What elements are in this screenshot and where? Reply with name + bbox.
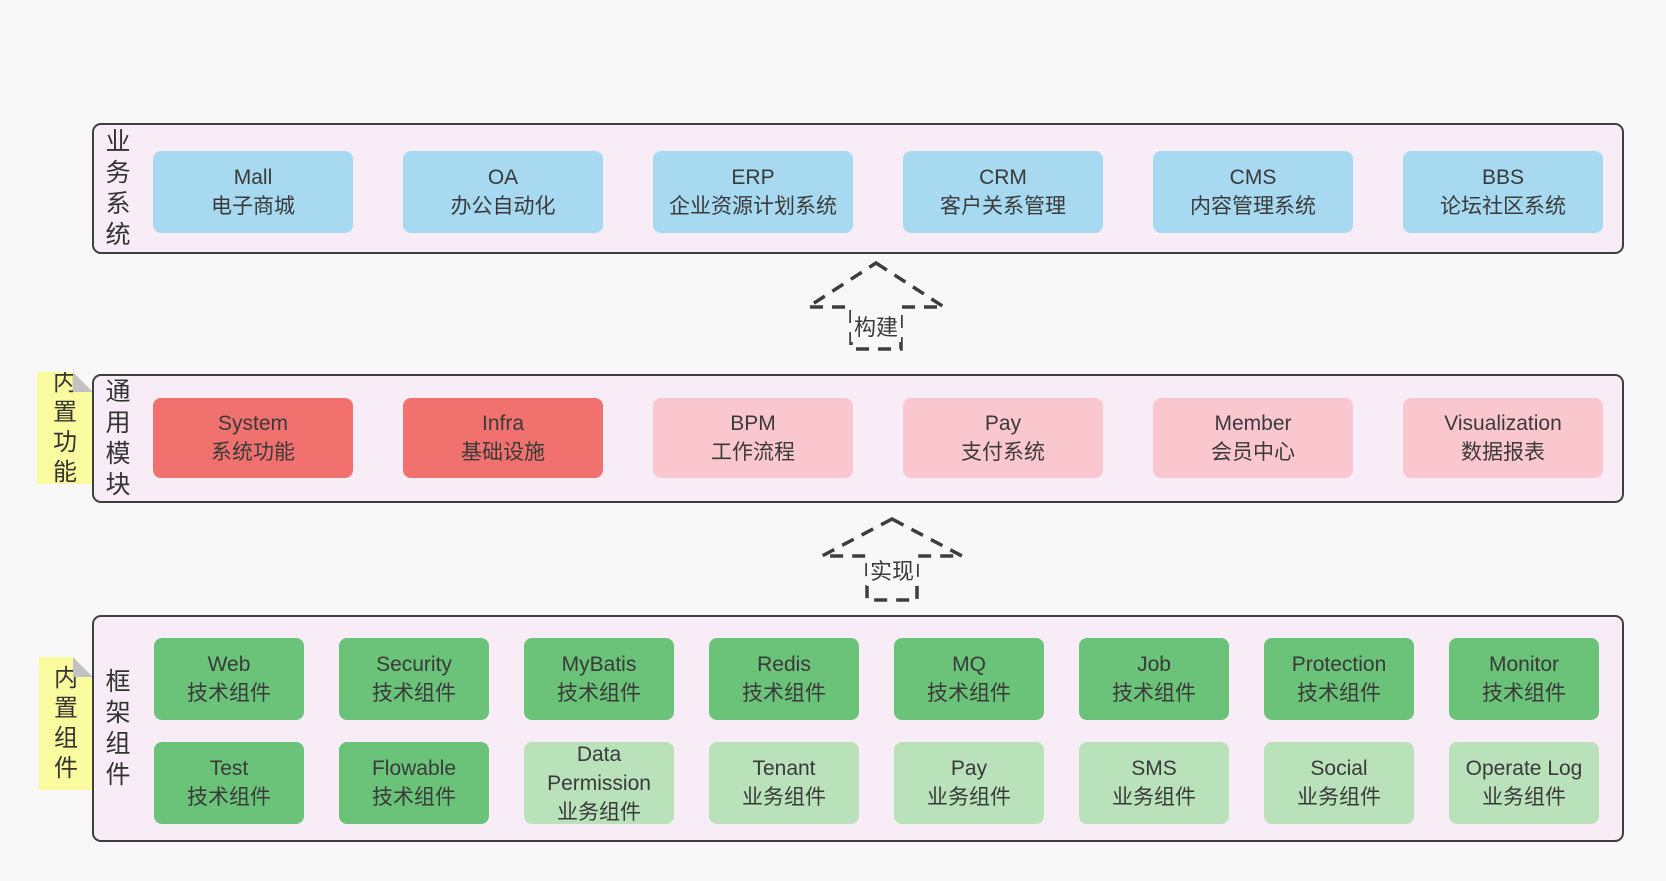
box-name: SMS	[1131, 757, 1177, 780]
box-sms: SMS 业务组件	[1079, 742, 1229, 824]
box-desc: 技术组件	[372, 786, 456, 809]
box-crm: CRM 客户关系管理	[903, 151, 1103, 233]
box-desc: 技术组件	[1482, 682, 1566, 705]
box-name: ERP	[731, 166, 775, 189]
box-desc: 企业资源计划系统	[669, 195, 837, 218]
box-flowable: Flowable 技术组件	[339, 742, 489, 824]
box-name: Social	[1310, 757, 1368, 780]
box-oa: OA 办公自动化	[403, 151, 603, 233]
box-desc: 论坛社区系统	[1440, 195, 1566, 218]
box-desc: 基础设施	[461, 441, 545, 464]
box-desc: 工作流程	[711, 441, 795, 464]
box-desc: 技术组件	[187, 682, 271, 705]
box-name: Monitor	[1488, 653, 1560, 676]
box-name: BBS	[1481, 166, 1525, 189]
box-desc: 电子商城	[211, 195, 295, 218]
box-desc: 技术组件	[927, 682, 1011, 705]
box-name: CMS	[1229, 166, 1277, 189]
box-cms: CMS 内容管理系统	[1153, 151, 1353, 233]
arrow-label-build: 构建	[850, 310, 902, 342]
box-desc: 系统功能	[211, 441, 295, 464]
box-name: Operate Log	[1465, 757, 1583, 780]
box-protection: Protection 技术组件	[1264, 638, 1414, 720]
box-operate-log: Operate Log 业务组件	[1449, 742, 1599, 824]
box-name: Visualization	[1444, 412, 1562, 435]
box-name: Protection	[1291, 653, 1387, 676]
box-security: Security 技术组件	[339, 638, 489, 720]
box-desc: 技术组件	[187, 786, 271, 809]
box-desc: 技术组件	[742, 682, 826, 705]
box-desc: 技术组件	[372, 682, 456, 705]
box-erp: ERP 企业资源计划系统	[653, 151, 853, 233]
sticky-note-common-modules: 内 置 功 能	[37, 372, 93, 484]
box-desc: 客户关系管理	[940, 195, 1066, 218]
box-mybatis: MyBatis 技术组件	[524, 638, 674, 720]
box-job: Job 技术组件	[1079, 638, 1229, 720]
box-desc: 业务组件	[927, 786, 1011, 809]
panel-label-framework-components: 框 架 组 件	[105, 667, 131, 789]
box-name: BPM	[730, 412, 776, 435]
box-name: Mall	[233, 166, 273, 189]
box-name: Pay	[984, 412, 1022, 435]
box-mq: MQ 技术组件	[894, 638, 1044, 720]
box-desc: 技术组件	[1297, 682, 1381, 705]
box-desc: 业务组件	[1297, 786, 1381, 809]
box-social: Social 业务组件	[1264, 742, 1414, 824]
box-name: Tenant	[752, 757, 816, 780]
box-bbs: BBS 论坛社区系统	[1403, 151, 1603, 233]
box-visualization: Visualization 数据报表	[1403, 398, 1603, 478]
box-desc: 业务组件	[1482, 786, 1566, 809]
box-member: Member 会员中心	[1153, 398, 1353, 478]
box-desc: 技术组件	[557, 682, 641, 705]
box-desc: 技术组件	[1112, 682, 1196, 705]
box-name: Data Permission	[547, 742, 651, 795]
box-tenant: Tenant 业务组件	[709, 742, 859, 824]
box-monitor: Monitor 技术组件	[1449, 638, 1599, 720]
box-test: Test 技术组件	[154, 742, 304, 824]
panel-label-common-modules: 通 用 模 块	[105, 377, 131, 499]
box-data-permission: Data Permission 业务组件	[524, 742, 674, 824]
box-desc: 业务组件	[1112, 786, 1196, 809]
box-desc: 数据报表	[1461, 441, 1545, 464]
box-pay: Pay 业务组件	[894, 742, 1044, 824]
box-desc: 支付系统	[961, 441, 1045, 464]
box-redis: Redis 技术组件	[709, 638, 859, 720]
box-bpm: BPM 工作流程	[653, 398, 853, 478]
box-name: MyBatis	[561, 653, 637, 676]
box-name: Job	[1137, 653, 1171, 676]
box-name: CRM	[979, 166, 1027, 189]
panel-label-business-systems: 业 务 系 统	[105, 127, 131, 249]
box-desc: 业务组件	[557, 800, 641, 824]
box-name: Web	[207, 653, 251, 676]
box-name: Pay	[950, 757, 988, 780]
sticky-note-framework-components: 内 置 组 件	[39, 657, 93, 790]
box-desc: 会员中心	[1211, 441, 1295, 464]
box-name: Security	[376, 653, 452, 676]
box-mall: Mall 电子商城	[153, 151, 353, 233]
box-infra: Infra 基础设施	[403, 398, 603, 478]
box-web: Web 技术组件	[154, 638, 304, 720]
box-name: Redis	[757, 653, 811, 676]
box-desc: 内容管理系统	[1190, 195, 1316, 218]
box-name: System	[217, 412, 288, 435]
note-fold-corner	[73, 657, 93, 677]
box-name: Member	[1214, 412, 1292, 435]
box-pay: Pay 支付系统	[903, 398, 1103, 478]
box-name: Flowable	[371, 757, 457, 780]
box-name: MQ	[952, 653, 986, 676]
box-name: Test	[209, 757, 249, 780]
box-name: Infra	[481, 412, 525, 435]
arrow-label-implement: 实现	[866, 554, 918, 586]
box-desc: 办公自动化	[450, 195, 556, 218]
note-fold-corner	[73, 372, 93, 392]
box-system: System 系统功能	[153, 398, 353, 478]
box-desc: 业务组件	[742, 786, 826, 809]
box-name: OA	[487, 166, 519, 189]
